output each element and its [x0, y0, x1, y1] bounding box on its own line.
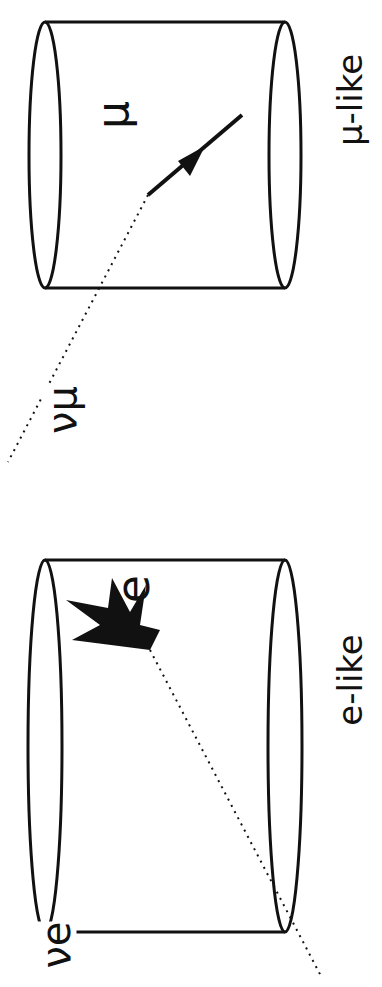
event-type-label: μ-like — [333, 54, 367, 146]
muon-track — [148, 115, 242, 195]
neutrino-path — [8, 195, 148, 462]
particle-label: e — [110, 575, 156, 603]
neutrino-path — [150, 650, 322, 978]
arrowhead — [178, 146, 205, 176]
neutrino-label: νμ — [42, 386, 82, 434]
event-type-label: e-like — [333, 634, 367, 725]
detector-cylinder — [29, 22, 301, 288]
particle-label: μ — [91, 101, 135, 129]
detector-cylinder — [28, 560, 302, 932]
neutrino-label: νe — [36, 922, 76, 969]
detector: e e-like — [25, 552, 380, 940]
detector: μ μ-like — [25, 12, 380, 297]
